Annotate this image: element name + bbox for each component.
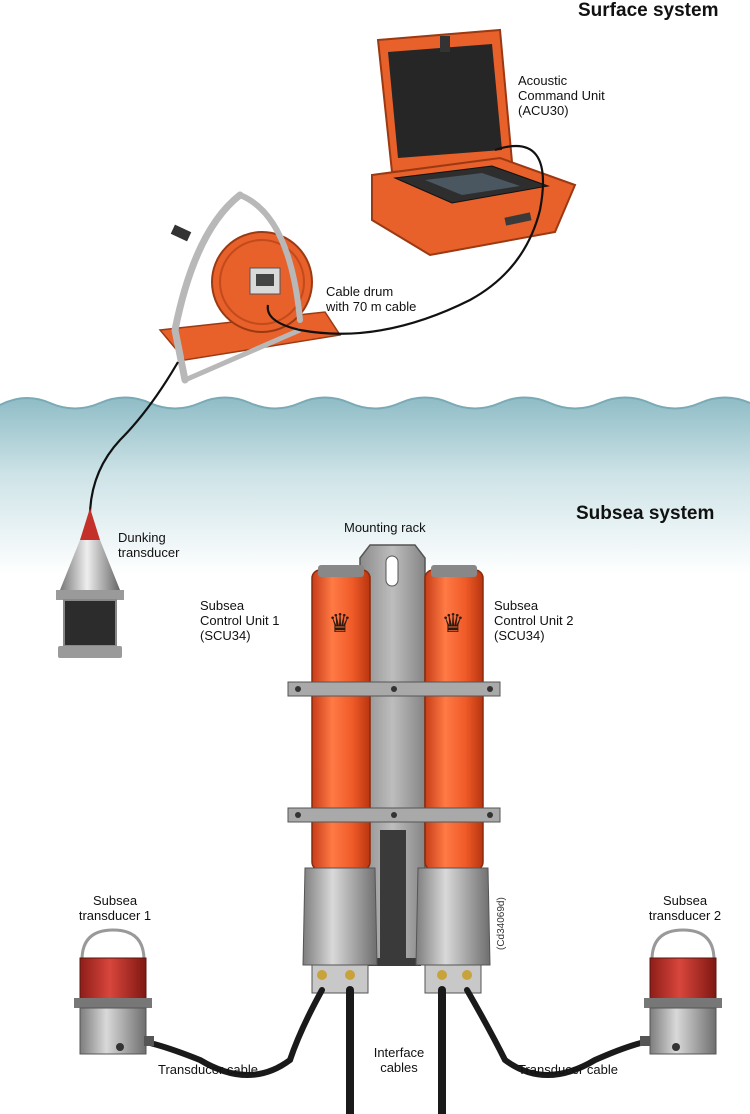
st2-label-line-1: Subsea xyxy=(662,893,708,908)
svg-text:♛: ♛ xyxy=(328,609,351,639)
subsea-transducer-1-label: Subsea transducer 1 xyxy=(70,893,160,923)
st1-label-line-2: transducer 1 xyxy=(78,908,152,923)
st2-label-line-2: transducer 2 xyxy=(648,908,722,923)
dunking-transducer-label: Dunking transducer xyxy=(118,530,179,560)
acu-label: Acoustic Command Unit (ACU30) xyxy=(518,73,605,118)
cable-drum xyxy=(158,191,342,384)
subsea-cables xyxy=(127,986,663,1114)
connectors xyxy=(311,964,482,994)
cable-drum-label: Cable drum with 70 m cable xyxy=(326,284,416,314)
acu-label-line-1: Acoustic xyxy=(518,73,568,88)
water-surface xyxy=(0,396,750,575)
interface-label-line-2: cables xyxy=(380,1060,418,1075)
scu1-label-line-2: Control Unit 1 xyxy=(200,613,280,628)
dunking-cable xyxy=(88,361,179,513)
interface-label-line-1: Interface xyxy=(373,1045,425,1060)
subsea-transducer-2 xyxy=(640,928,722,1055)
subsea-system-header: Subsea system xyxy=(576,503,715,524)
acoustic-command-unit xyxy=(371,28,577,257)
st1-label-line-1: Subsea xyxy=(92,893,138,908)
scu1-label-line-3: (SCU34) xyxy=(200,628,251,643)
scu2-label-line-1: Subsea xyxy=(494,598,539,613)
subsea-control-unit-1: ♛ xyxy=(302,565,378,966)
dunking-label-line-1: Dunking xyxy=(118,530,166,545)
dunking-transducer xyxy=(56,508,124,658)
subsea-transducer-1 xyxy=(74,928,154,1055)
scu2-label-line-3: (SCU34) xyxy=(494,628,545,643)
acu-label-line-3: (ACU30) xyxy=(518,103,569,118)
interface-cables-label: Interface cables xyxy=(360,1045,438,1075)
subsea-transducer-2-label: Subsea transducer 2 xyxy=(640,893,730,923)
dunking-label-line-2: transducer xyxy=(118,545,180,560)
scu1-label-line-1: Subsea xyxy=(200,598,245,613)
svg-text:♛: ♛ xyxy=(441,609,464,639)
transducer-cable-right-label: Transducer cable xyxy=(518,1062,618,1077)
subsea-control-unit-2: ♛ xyxy=(415,565,491,966)
cable-drum-label-line-2: with 70 m cable xyxy=(326,299,417,314)
acu-label-line-2: Command Unit xyxy=(518,88,605,103)
mounting-rack-label: Mounting rack xyxy=(344,520,426,535)
scu2-label-line-2: Control Unit 2 xyxy=(494,613,574,628)
rack-clamps xyxy=(287,681,501,823)
surface-system-header: Surface system xyxy=(578,0,719,21)
cable-drum-label-line-1: Cable drum xyxy=(326,284,394,299)
scu2-label: Subsea Control Unit 2 (SCU34) xyxy=(494,598,573,643)
mounting-rack xyxy=(359,544,426,966)
reference-code: (Cd34069d) xyxy=(496,897,507,950)
transducer-cable-left-label: Transducer cable xyxy=(158,1062,258,1077)
scu1-label: Subsea Control Unit 1 (SCU34) xyxy=(200,598,279,643)
acu-to-drum-cable xyxy=(266,145,545,335)
